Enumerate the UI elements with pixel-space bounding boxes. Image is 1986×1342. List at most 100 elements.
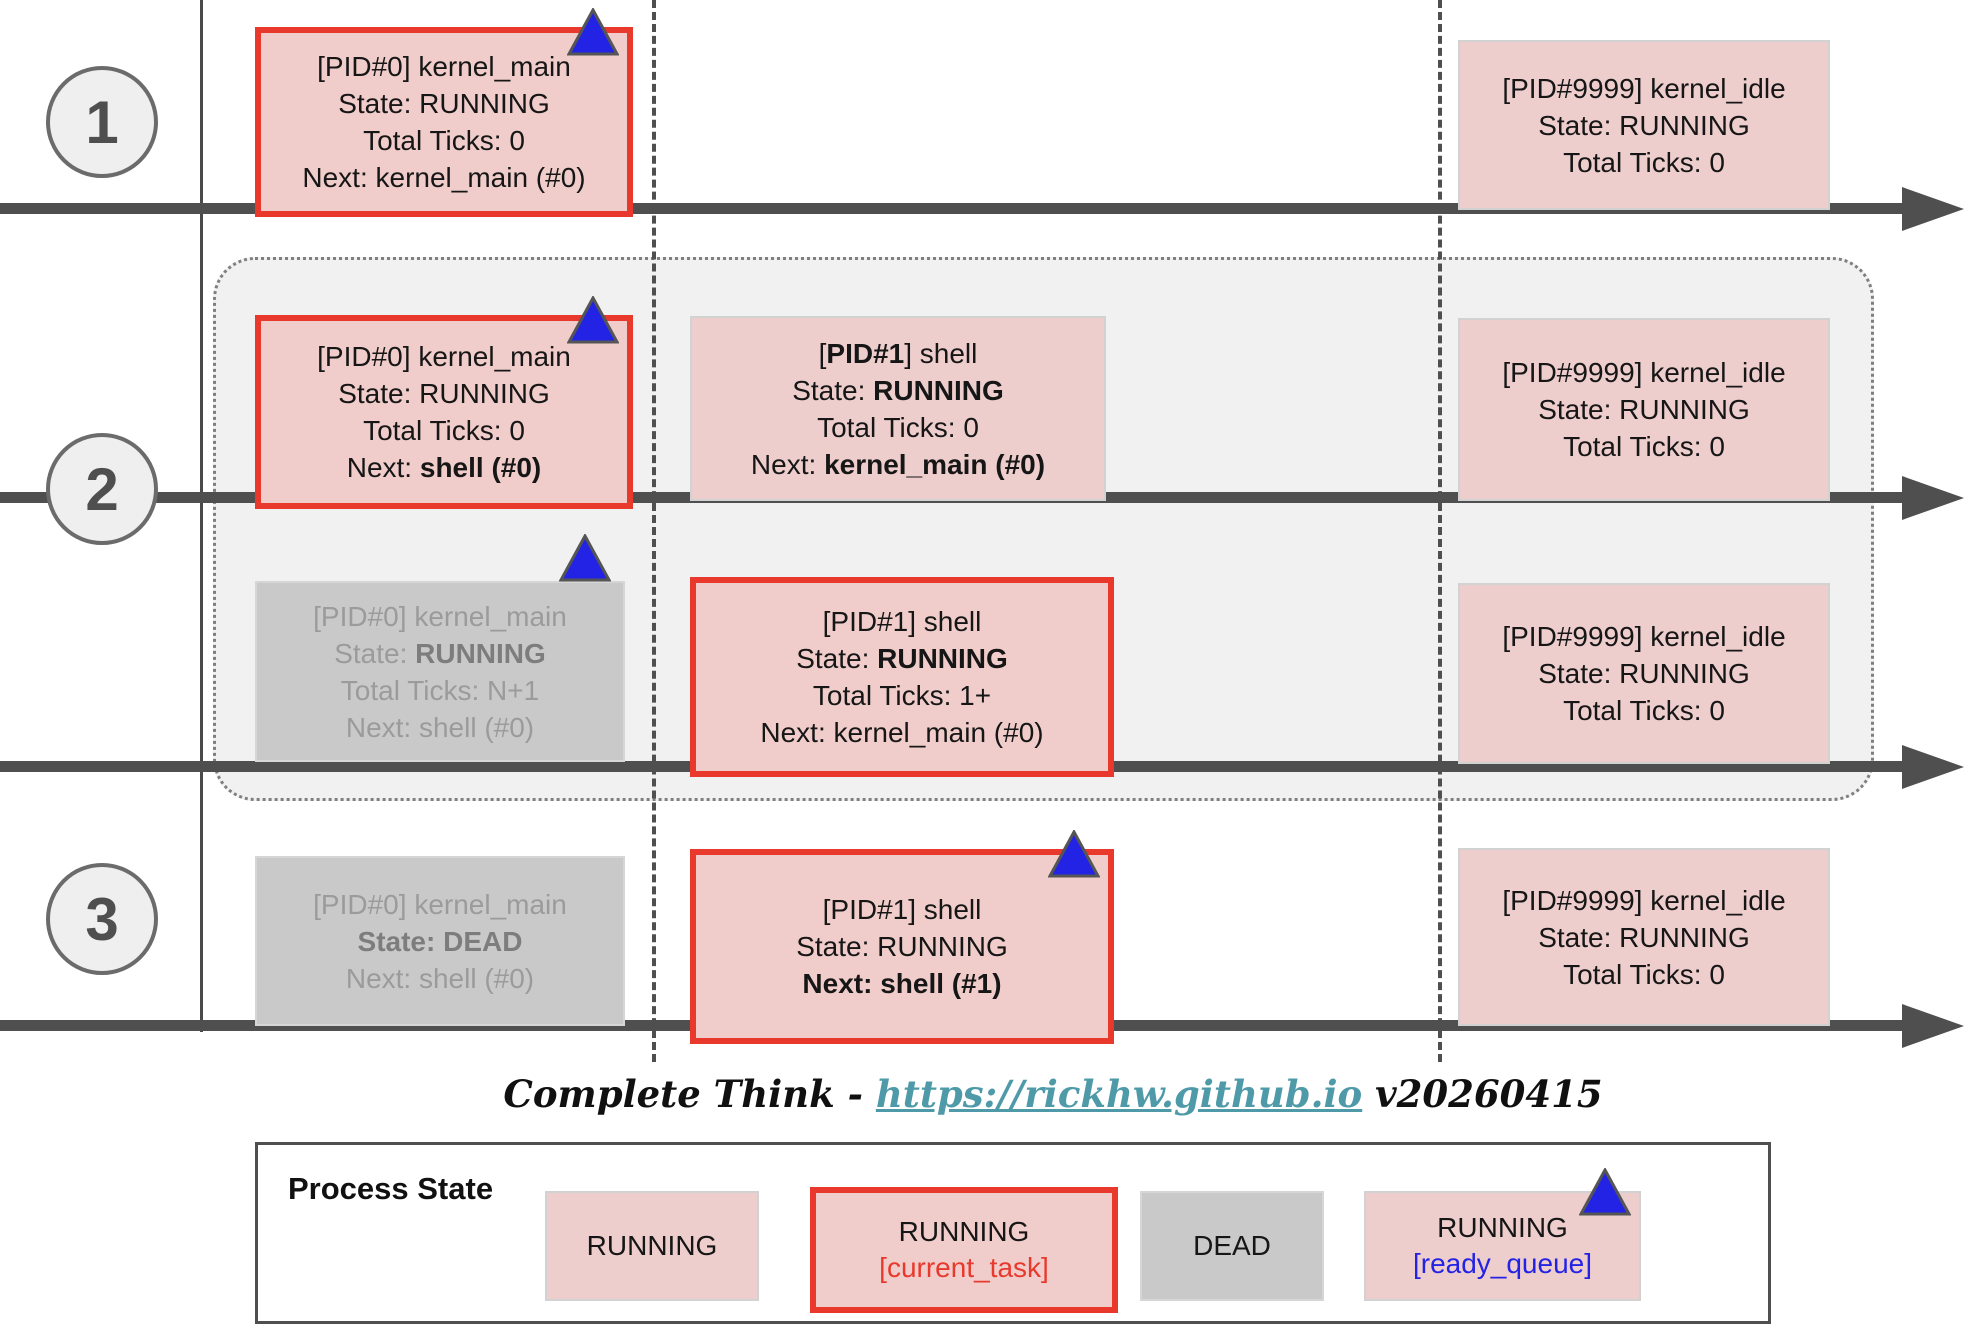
text-segment: [PID#9999] kernel_idle <box>1502 72 1786 104</box>
box-line: State: RUNNING <box>696 928 1108 965</box>
text-segment: Next: shell (#0) <box>345 711 535 743</box>
box-line: Next: kernel_main (#0) <box>696 714 1108 751</box>
caption-link[interactable]: https://rickhw.github.io <box>875 1072 1363 1116</box>
box-line: [PID#9999] kernel_idle <box>1460 618 1828 655</box>
legend-item-label: [ready_queue] <box>1412 1248 1593 1279</box>
timeline-1-arrowhead-icon <box>1902 187 1964 231</box>
timeline-4-arrowhead-icon <box>1902 1004 1964 1048</box>
text-segment: Total Ticks: 0 <box>1563 695 1725 726</box>
text-segment: RUNNING <box>873 374 1004 406</box>
text-segment: State: <box>334 637 416 669</box>
step-circle-1-label: 1 <box>85 88 119 156</box>
box-line: Next: shell (#1) <box>696 965 1108 1002</box>
ready-queue-triangle-icon <box>559 534 611 582</box>
box-line: Next: shell (#0) <box>257 709 623 746</box>
box-line: Total Ticks: 0 <box>1460 144 1828 181</box>
box-line: State: RUNNING <box>261 85 627 122</box>
step-circle-2-label: 2 <box>85 455 119 523</box>
box-line: State: RUNNING <box>1460 107 1828 144</box>
text-segment: [PID#1] shell <box>822 606 982 637</box>
text-segment: [PID#9999] kernel_idle <box>1502 884 1786 916</box>
text-segment: State: RUNNING <box>796 931 1008 962</box>
box-line: Total Ticks: 0 <box>261 412 627 449</box>
ready-queue-triangle-icon <box>1048 830 1100 878</box>
text-segment: shell (#0) <box>419 452 542 483</box>
box-line: [PID#0] kernel_main <box>257 598 623 635</box>
text-segment: State: RUNNING <box>1538 921 1750 953</box>
box-line: Total Ticks: 0 <box>1460 956 1828 993</box>
text-segment: PID#1 <box>826 337 905 369</box>
text-segment: State: RUNNING <box>1538 394 1750 425</box>
box-line: State: RUNNING <box>257 635 623 672</box>
step-circle-2: 2 <box>46 433 158 545</box>
step-circle-3: 3 <box>46 863 158 975</box>
text-segment: [PID#9999] kernel_idle <box>1502 621 1786 652</box>
box-line: Next: shell (#0) <box>257 960 623 997</box>
text-segment: [PID#0] kernel_main <box>317 51 571 82</box>
text-segment: State: DEAD <box>357 925 523 957</box>
text-segment: Total Ticks: N+1 <box>340 674 540 706</box>
legend-title: Process State <box>288 1171 494 1206</box>
text-segment: [ <box>818 337 827 369</box>
box-line: [PID#9999] kernel_idle <box>1460 882 1828 919</box>
text-segment: State: RUNNING <box>1538 109 1750 141</box>
caption: Complete Think - https://rickhw.github.i… <box>200 1072 1906 1116</box>
axis-vertical-line <box>200 0 203 1032</box>
caption-prefix: Complete Think - <box>503 1072 876 1116</box>
legend-item-label: RUNNING <box>586 1230 718 1261</box>
box-line: Total Ticks: 0 <box>1460 428 1828 465</box>
text-segment: Total Ticks: 0 <box>363 415 525 446</box>
box-line: Next: shell (#0) <box>261 449 627 486</box>
text-segment: [PID#9999] kernel_idle <box>1502 357 1786 388</box>
text-segment: Next: <box>750 448 825 480</box>
text-segment: State: RUNNING <box>338 378 550 409</box>
text-segment: Next: kernel_main (#0) <box>760 717 1044 748</box>
text-segment: Total Ticks: 1+ <box>812 680 992 711</box>
timeline-1 <box>0 203 1906 214</box>
text-segment: [PID#1] shell <box>822 894 982 925</box>
box-line: [PID#0] kernel_main <box>261 338 627 375</box>
text-segment: Total Ticks: 0 <box>817 411 979 443</box>
text-segment: State: RUNNING <box>338 88 550 119</box>
timeline-2-arrowhead-icon <box>1902 476 1964 520</box>
legend-item-label: DEAD <box>1193 1230 1271 1261</box>
step-circle-1: 1 <box>46 66 158 178</box>
legend-item-current: RUNNING[current_task] <box>810 1187 1118 1313</box>
ready-queue-triangle-icon <box>567 296 619 344</box>
box-line: Total Ticks: N+1 <box>257 672 623 709</box>
box-line: State: RUNNING <box>1460 391 1828 428</box>
box-line: [PID#0] kernel_main <box>257 886 623 923</box>
text-segment: Total Ticks: 0 <box>363 125 525 156</box>
box-line: [PID#1] shell <box>696 891 1108 928</box>
legend-item-label: RUNNING <box>1437 1212 1568 1243</box>
box-line: Next: kernel_main (#0) <box>261 159 627 196</box>
text-segment: [PID#0] kernel_main <box>313 600 567 632</box>
text-segment: State: <box>796 643 878 674</box>
column-divider-dashed-line-2 <box>1438 0 1442 1062</box>
legend-item-label: [current_task] <box>879 1252 1049 1283</box>
box-line: [PID#1] shell <box>696 603 1108 640</box>
text-segment: Total Ticks: 0 <box>1563 146 1725 178</box>
step-circle-3-label: 3 <box>85 885 119 953</box>
text-segment: [PID#0] kernel_main <box>313 888 567 920</box>
box-line: Total Ticks: 0 <box>261 122 627 159</box>
timeline-3-arrowhead-icon <box>1902 745 1964 789</box>
box-line: State: RUNNING <box>1460 919 1828 956</box>
ready-queue-triangle-icon <box>567 8 619 56</box>
box-line: State: RUNNING <box>696 640 1108 677</box>
legend-item-running: RUNNING <box>545 1191 759 1301</box>
text-segment: [PID#0] kernel_main <box>317 341 571 372</box>
box-line: Total Ticks: 1+ <box>696 677 1108 714</box>
ready-queue-triangle-icon <box>1579 1168 1631 1216</box>
